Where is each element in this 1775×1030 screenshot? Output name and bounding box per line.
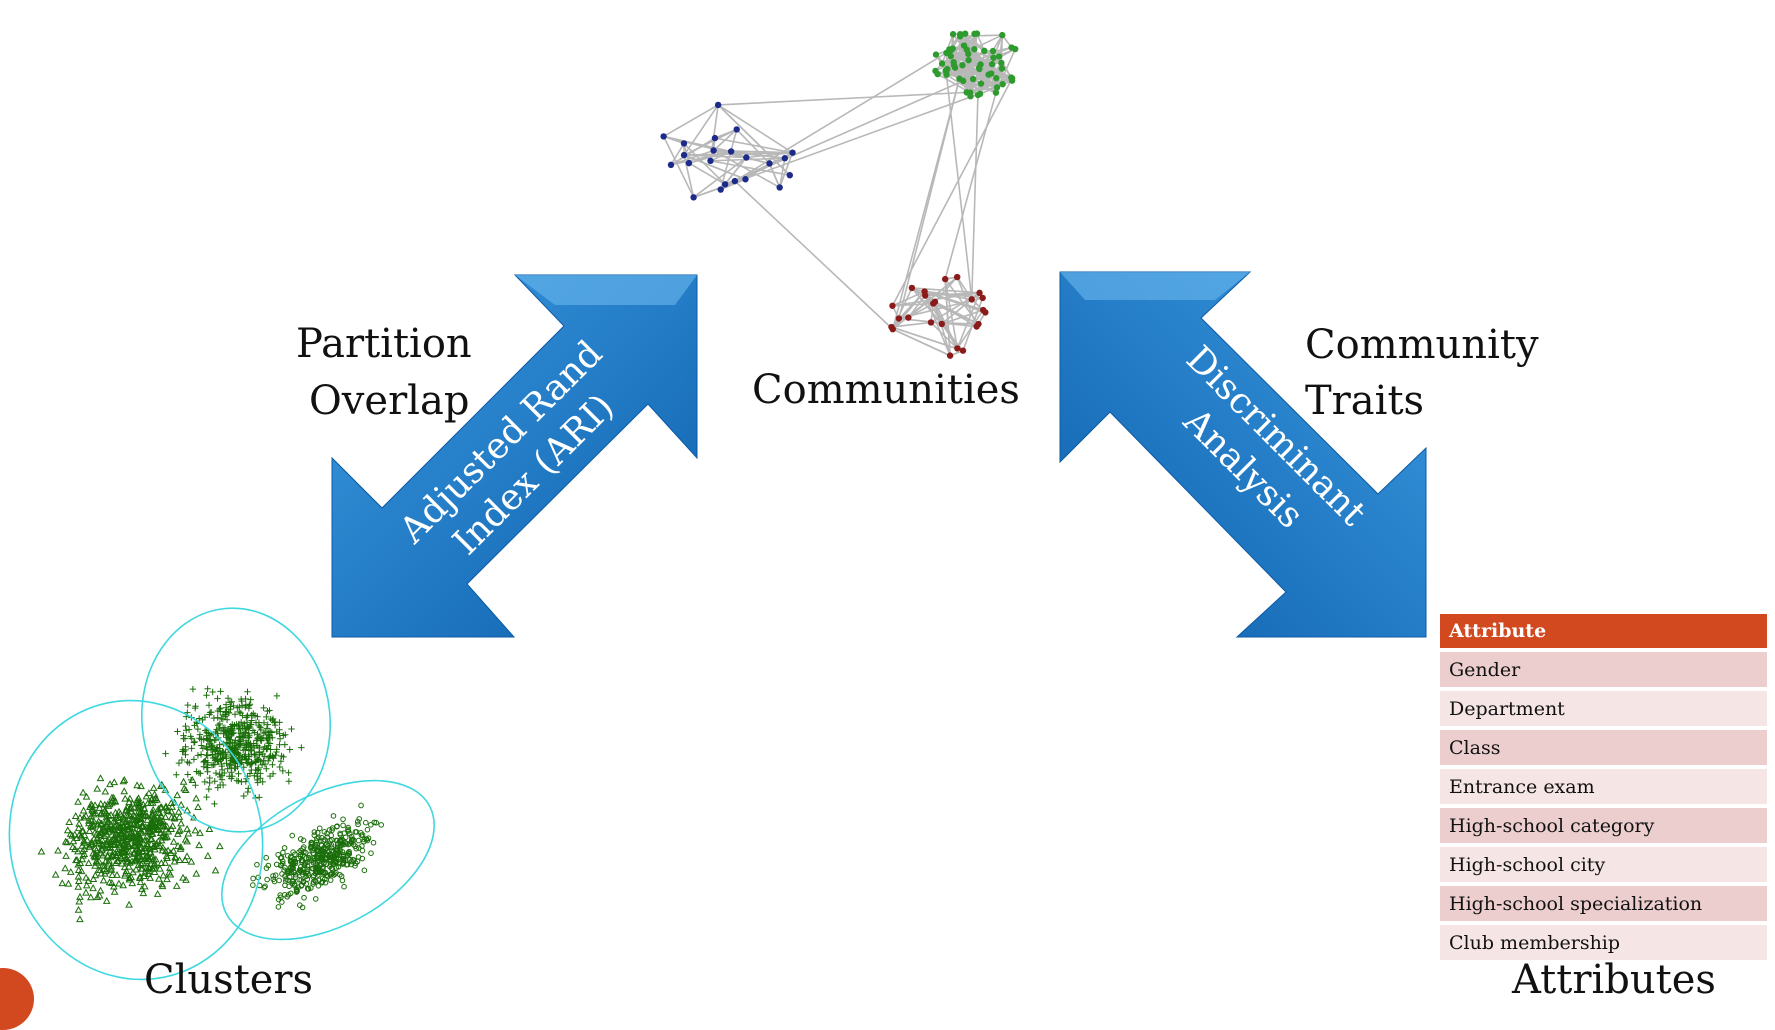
traits-label: Traits	[1305, 373, 1424, 429]
communities-label: Communities	[752, 362, 1020, 418]
clusters-label: Clusters	[144, 952, 313, 1008]
community-label: Community	[1305, 317, 1539, 373]
attributes-table-header: Attribute	[1440, 614, 1767, 648]
attributes-table: Attribute Gender Department Class Entran…	[1440, 610, 1767, 964]
attribute-row: Department	[1440, 691, 1767, 726]
attribute-row: Entrance exam	[1440, 769, 1767, 804]
attribute-row: High-school category	[1440, 808, 1767, 843]
attribute-row: Class	[1440, 730, 1767, 765]
attribute-row: Gender	[1440, 652, 1767, 687]
attribute-row: High-school specialization	[1440, 886, 1767, 921]
attribute-row: Club membership	[1440, 925, 1767, 960]
attribute-row: High-school city	[1440, 847, 1767, 882]
overlap-label: Overlap	[309, 373, 469, 429]
partition-label: Partition	[296, 316, 472, 372]
